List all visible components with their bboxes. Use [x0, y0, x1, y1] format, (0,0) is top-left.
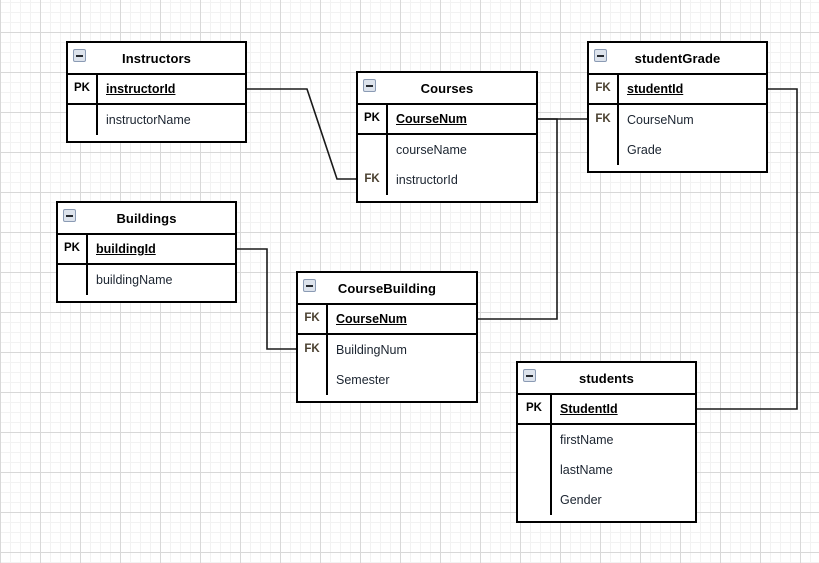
entity-title: CourseBuilding [337, 280, 437, 296]
entity-header-instructors: Instructors [68, 43, 245, 75]
attribute-name: instructorName [106, 112, 191, 127]
attribute-name: courseName [396, 142, 467, 157]
attribute-name: CourseNum [336, 311, 407, 326]
attribute-name: Semester [336, 372, 390, 387]
attribute-row[interactable]: instructorName [68, 105, 245, 135]
attribute-row[interactable]: PK instructorId [68, 75, 245, 105]
attribute-name: instructorId [396, 172, 458, 187]
attribute-row[interactable]: lastName [518, 455, 695, 485]
attribute-row[interactable]: firstName [518, 425, 695, 455]
entity-title: Courses [420, 80, 474, 96]
attribute-key-label: PK [526, 402, 542, 415]
attribute-name: CourseNum [396, 111, 467, 126]
attribute-key-label: PK [74, 82, 90, 95]
attribute-name: BuildingNum [336, 342, 407, 357]
attribute-row[interactable]: Gender [518, 485, 695, 515]
attribute-row[interactable]: Semester [298, 365, 476, 395]
minus-box-icon[interactable] [523, 369, 536, 382]
minus-box-icon[interactable] [73, 49, 86, 62]
attribute-row[interactable]: FK CourseNum [589, 105, 766, 135]
entity-header-studentgrade: studentGrade [589, 43, 766, 75]
attribute-row[interactable]: FK instructorId [358, 165, 536, 195]
attribute-name: StudentId [560, 401, 618, 416]
key-column-divider [550, 395, 552, 515]
attribute-key-label: FK [304, 343, 320, 356]
attribute-row[interactable]: buildingName [58, 265, 235, 295]
entity-header-buildings: Buildings [58, 203, 235, 235]
attribute-key-label: FK [595, 82, 611, 95]
attribute-name: firstName [560, 432, 614, 447]
connector-buildings-coursebuilding [237, 248, 296, 350]
attribute-name: instructorId [106, 81, 176, 96]
attribute-name: buildingId [96, 241, 156, 256]
attribute-row[interactable]: PK CourseNum [358, 105, 536, 135]
minus-box-icon[interactable] [363, 79, 376, 92]
minus-box-icon[interactable] [594, 49, 607, 62]
attribute-row[interactable]: PK buildingId [58, 235, 235, 265]
attribute-key-label: PK [64, 242, 80, 255]
attribute-key-label: PK [364, 112, 380, 125]
attribute-key-label: FK [304, 312, 320, 325]
attribute-name: Gender [560, 492, 602, 507]
connector-instructors-courses [247, 88, 356, 180]
key-column-divider [617, 75, 619, 165]
attribute-name: buildingName [96, 272, 173, 287]
key-column-divider [96, 75, 98, 135]
entity-header-coursebuilding: CourseBuilding [298, 273, 476, 305]
entity-header-students: students [518, 363, 695, 395]
attribute-key-label: FK [364, 173, 380, 186]
entity-title: studentGrade [634, 50, 721, 66]
attribute-name: studentId [627, 81, 684, 96]
attribute-key-label: FK [595, 113, 611, 126]
entity-header-courses: Courses [358, 73, 536, 105]
entity-attributes-instructors: PK instructorId instructorName [68, 75, 245, 135]
attribute-row[interactable]: FK CourseNum [298, 305, 476, 335]
minus-box-icon[interactable] [63, 209, 76, 222]
attribute-name: Grade [627, 142, 662, 157]
attribute-name: CourseNum [627, 112, 694, 127]
entity-title: students [579, 370, 634, 386]
attribute-row[interactable]: courseName [358, 135, 536, 165]
minus-box-icon[interactable] [303, 279, 316, 292]
key-column-divider [386, 105, 388, 195]
attribute-row[interactable]: PK StudentId [518, 395, 695, 425]
entity-title: Buildings [116, 210, 177, 226]
entity-title: Instructors [121, 50, 191, 66]
key-column-divider [326, 305, 328, 395]
attribute-name: lastName [560, 462, 613, 477]
key-column-divider [86, 235, 88, 295]
entity-attributes-buildings: PK buildingId buildingName [58, 235, 235, 295]
attribute-row[interactable]: FK studentId [589, 75, 766, 105]
attribute-row[interactable]: FK BuildingNum [298, 335, 476, 365]
attribute-row[interactable]: Grade [589, 135, 766, 165]
